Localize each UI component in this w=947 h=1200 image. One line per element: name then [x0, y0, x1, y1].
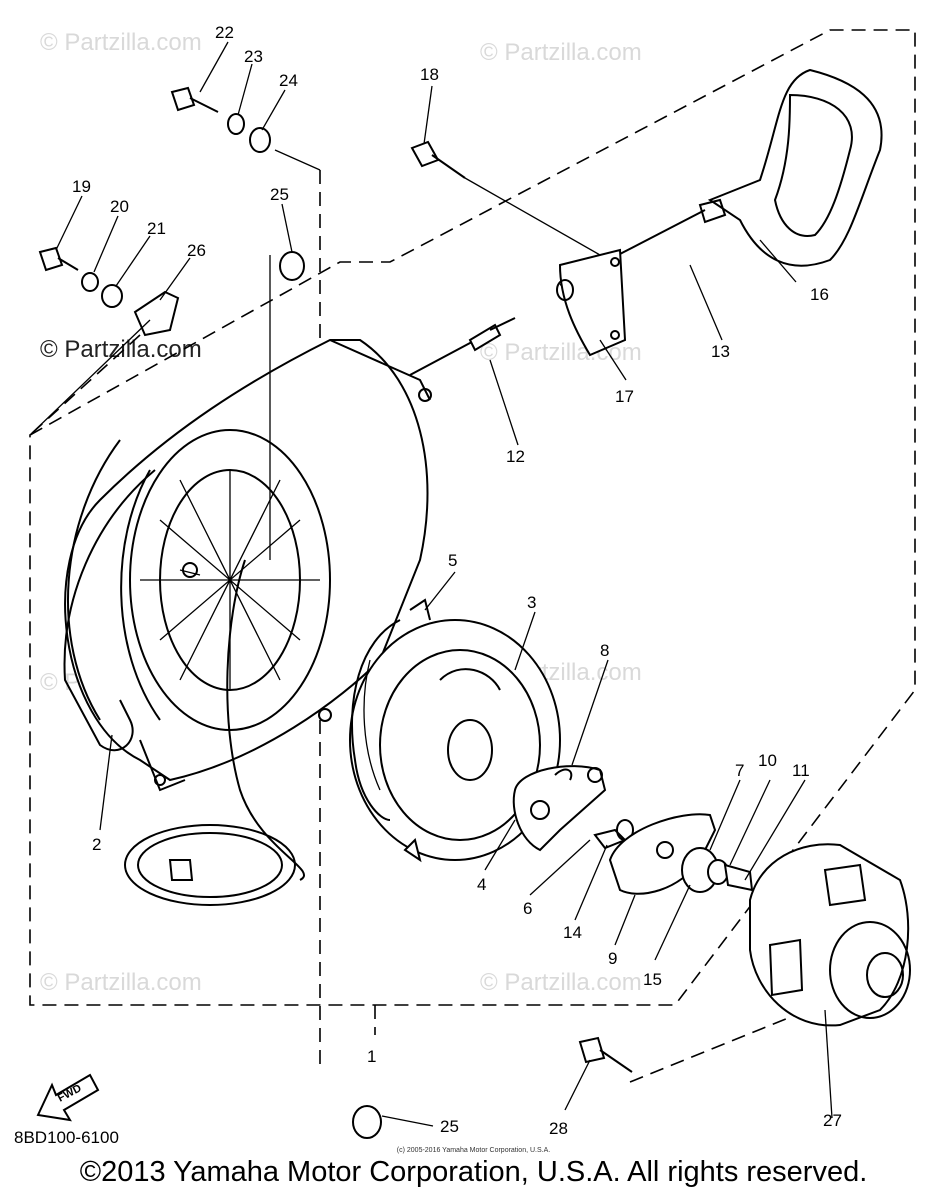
fwd-arrow-icon: FWD [36, 1073, 100, 1122]
callout-22: 22 [215, 23, 234, 42]
leader-lines [55, 41, 833, 1127]
bolt-18 [410, 140, 601, 256]
callout-19: 19 [72, 177, 91, 196]
callout-1: 1 [367, 1047, 376, 1066]
cable-loop [124, 559, 305, 906]
callout-2: 2 [92, 835, 101, 854]
watermark: © Partzilla.com [480, 39, 642, 66]
callout-18: 18 [420, 65, 439, 84]
nut-25-top [279, 251, 305, 281]
rope [409, 317, 516, 376]
starter-case [64, 339, 432, 792]
friction-plate [608, 813, 717, 895]
bolt-22-set [170, 86, 321, 171]
watermark: © Partzilla.com [480, 969, 642, 996]
callout-5: 5 [448, 551, 457, 570]
callout-25: 25 [270, 185, 289, 204]
callout-17: 17 [615, 387, 634, 406]
rope-guide [556, 248, 627, 357]
callout-21: 21 [147, 219, 166, 238]
callout-12: 12 [506, 447, 525, 466]
callout-10: 10 [758, 751, 777, 770]
diagram-code: 8BD100-6100 [14, 1128, 119, 1147]
pulley [349, 619, 561, 863]
starter-handle [698, 68, 883, 267]
leader-line [29, 319, 151, 436]
small-copyright: (c) 2005-2016 Yamaha Motor Corporation, … [396, 1147, 551, 1154]
callout-25: 25 [440, 1117, 459, 1136]
assembly-boundary [29, 29, 916, 1006]
nut-25-bottom [352, 1105, 382, 1139]
callout-9: 9 [608, 949, 617, 968]
callout-7: 7 [735, 761, 744, 780]
callout-16: 16 [810, 285, 829, 304]
watermark-dark: © Partzilla.com [40, 336, 202, 363]
bolt-19-set [38, 246, 123, 308]
callout-23: 23 [244, 47, 263, 66]
callout-13: 13 [711, 342, 730, 361]
callout-4: 4 [477, 875, 486, 894]
callout-15: 15 [643, 970, 662, 989]
bolt-28 [578, 1036, 633, 1073]
gasket [63, 469, 156, 752]
watermark: © Partzilla.com [40, 969, 202, 996]
callout-20: 20 [110, 197, 129, 216]
callout-26: 26 [187, 241, 206, 260]
copyright-notice: ©2013 Yamaha Motor Corporation, U.S.A. A… [79, 1156, 868, 1188]
callout-24: 24 [279, 71, 298, 90]
leader-dashed [29, 334, 141, 436]
callout-8: 8 [600, 641, 609, 660]
pawl-spring [554, 768, 573, 781]
callouts: 1 2 3 4 5 6 7 8 9 10 11 12 13 14 15 16 1… [72, 23, 842, 1138]
watermark: © Partzilla.com [40, 29, 202, 56]
center-bolt-stack [681, 847, 754, 893]
spring [351, 598, 431, 821]
callout-3: 3 [527, 593, 536, 612]
callout-14: 14 [563, 923, 582, 942]
callout-28: 28 [549, 1119, 568, 1138]
callout-11: 11 [792, 761, 810, 780]
starter-cup [749, 843, 911, 1027]
drive-pawl [512, 765, 607, 852]
callout-6: 6 [523, 899, 532, 918]
callout-27: 27 [823, 1111, 842, 1130]
